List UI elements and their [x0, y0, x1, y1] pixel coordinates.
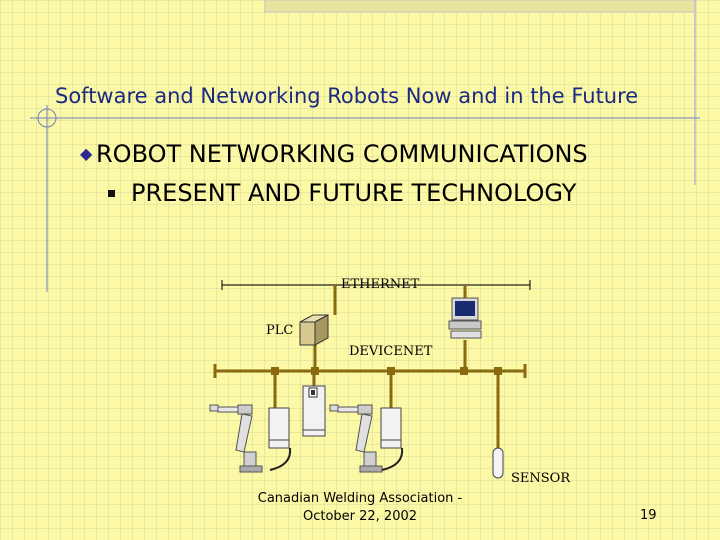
main-bullet: ◆ROBOT NETWORKING COMMUNICATIONS [80, 140, 588, 168]
square-bullet-icon [108, 190, 115, 197]
sensor-label: SENSOR [511, 471, 571, 486]
computer-icon [448, 297, 482, 339]
slide-title: Software and Networking Robots Now and i… [55, 84, 639, 108]
devicenet-label: DEVICENET [349, 344, 433, 359]
page-number: 19 [640, 508, 657, 523]
main-bullet-text: ROBOT NETWORKING COMMUNICATIONS [96, 140, 588, 168]
plc-icon [299, 314, 329, 346]
plc-label: PLC [266, 323, 294, 338]
devicenet-drops [273, 340, 500, 448]
sub-bullet-text: PRESENT AND FUTURE TECHNOLOGY [131, 179, 577, 207]
robot-arm-icon-1 [209, 404, 263, 473]
robot-controller-icon-2 [380, 407, 404, 471]
robot-arm-icon-2 [329, 404, 383, 473]
sub-bullet: PRESENT AND FUTURE TECHNOLOGY [108, 179, 576, 207]
diamond-bullet-icon: ◆ [80, 144, 93, 163]
sensor-icon [492, 447, 504, 479]
top-right-panel [264, 0, 696, 13]
footer-line-1: Canadian Welding Association - [257, 491, 463, 506]
controller-cabinet-icon [302, 385, 326, 437]
devicenet-bus [213, 364, 527, 378]
footer: Canadian Welding Association - October 2… [250, 490, 470, 526]
ethernet-bus [221, 280, 531, 290]
footer-line-2: October 22, 2002 [302, 509, 418, 524]
ethernet-label: ETHERNET [341, 277, 420, 292]
accent-circle [37, 108, 57, 128]
robot-controller-icon-1 [268, 407, 292, 471]
